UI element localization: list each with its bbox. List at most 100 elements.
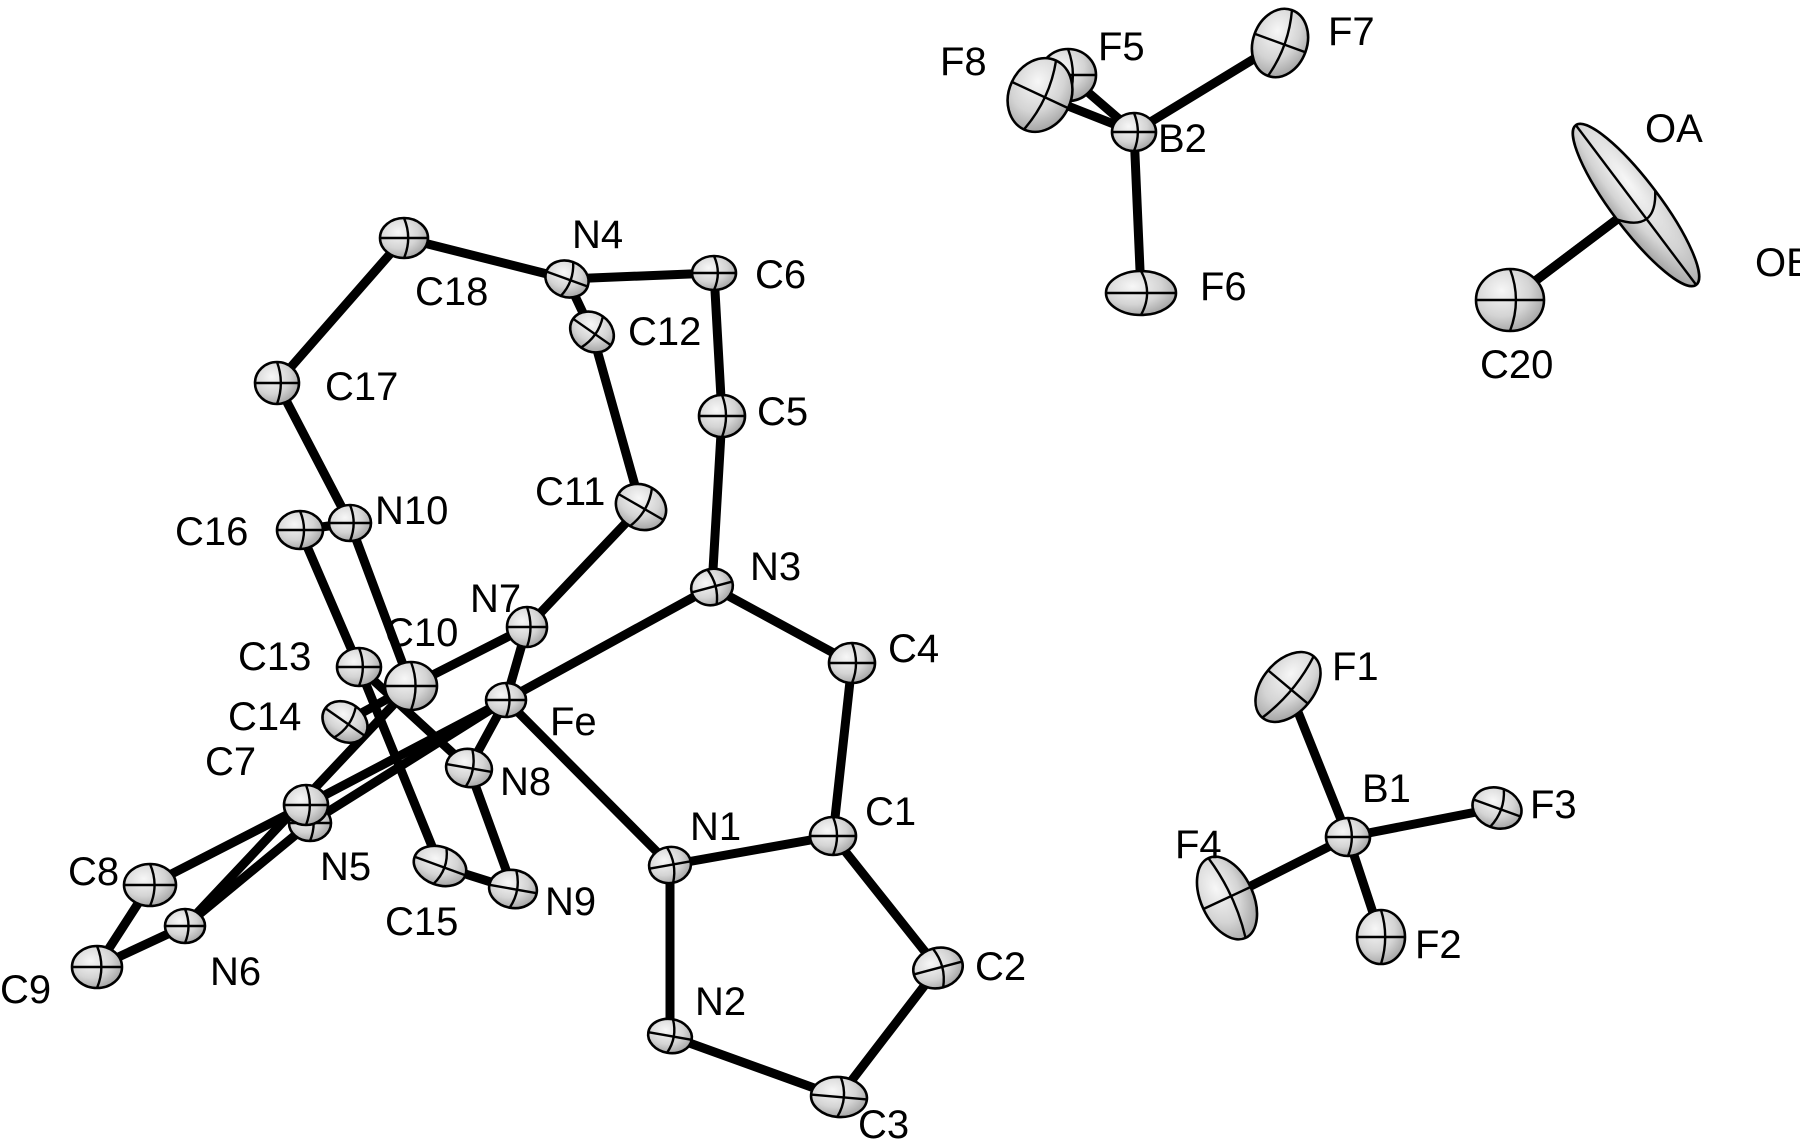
atom-label-Fe: Fe bbox=[550, 700, 597, 744]
atom-ellipsoid-F2 bbox=[1355, 908, 1407, 966]
bond-B1-F3 bbox=[1343, 803, 1502, 842]
atom-label-N6: N6 bbox=[210, 950, 261, 994]
atom-label-C8: C8 bbox=[68, 850, 119, 894]
bond-Fe-N3 bbox=[501, 582, 717, 705]
atom-label-C11: C11 bbox=[535, 470, 605, 514]
atom-label-F5: F5 bbox=[1098, 25, 1145, 69]
bond-B2-F6 bbox=[1129, 127, 1146, 298]
atom-ellipsoid-C1 bbox=[808, 815, 858, 857]
atom-label-F8: F8 bbox=[940, 40, 987, 84]
atom-ellipsoid-C20 bbox=[1474, 267, 1546, 333]
atom-ellipsoid-C8 bbox=[122, 862, 178, 908]
atom-label-C9: C9 bbox=[0, 968, 51, 1012]
bond-C5-C6 bbox=[709, 268, 727, 421]
atoms bbox=[70, 7, 1701, 1119]
bond-Fe-N1 bbox=[501, 695, 675, 870]
atom-ellipsoid-C14 bbox=[321, 699, 369, 745]
atom-label-C17: C17 bbox=[325, 365, 398, 409]
atom-ellipsoid-N4 bbox=[544, 259, 590, 299]
bond-C7-C8 bbox=[145, 800, 311, 890]
atom-label-C3: C3 bbox=[858, 1103, 909, 1144]
atom-ellipsoid-F7 bbox=[1250, 7, 1310, 79]
atom-labels: FeN1N2N3N4N5N6N7N8N9N10C1C2C3C4C5C6C7C8C… bbox=[0, 10, 1800, 1144]
atom-label-C18: C18 bbox=[415, 270, 488, 314]
atom-label-C6: C6 bbox=[755, 253, 806, 297]
atom-label-F1: F1 bbox=[1332, 645, 1379, 689]
atom-ellipsoid-N6 bbox=[163, 907, 207, 945]
atom-label-C13: C13 bbox=[238, 635, 311, 679]
atom-label-N5: N5 bbox=[320, 845, 371, 889]
atom-ellipsoid-C13 bbox=[335, 646, 383, 688]
bond-N10-C10 bbox=[345, 518, 416, 691]
atom-ellipsoid-C17 bbox=[253, 360, 301, 406]
atom-ellipsoid-C3 bbox=[809, 1075, 869, 1119]
atom-ellipsoid-C7 bbox=[282, 783, 330, 827]
atom-ellipsoid-B2 bbox=[1110, 111, 1158, 153]
atom-ellipsoid-N1 bbox=[647, 845, 693, 885]
atom-label-C1: C1 bbox=[865, 790, 916, 834]
bond-C4-N3 bbox=[707, 582, 857, 668]
atom-ellipsoid-N10 bbox=[327, 503, 373, 543]
atom-label-C4: C4 bbox=[888, 627, 939, 671]
atom-ellipsoid-C4 bbox=[827, 641, 877, 685]
bond-C2-C3 bbox=[834, 963, 943, 1102]
atom-ellipsoid-C10 bbox=[383, 660, 439, 712]
atom-label-C10: C10 bbox=[385, 611, 458, 655]
atom-ellipsoid-N8 bbox=[444, 747, 494, 789]
atom-label-F7: F7 bbox=[1328, 10, 1375, 54]
atom-ellipsoid-C11 bbox=[614, 482, 668, 532]
atom-label-C20: C20 bbox=[1480, 343, 1553, 387]
atom-label-N10: N10 bbox=[375, 489, 448, 533]
bond-N8-C13 bbox=[354, 662, 474, 773]
atom-ellipsoid-F6 bbox=[1104, 269, 1178, 317]
atom-ellipsoid-F1 bbox=[1254, 650, 1322, 724]
atom-ellipsoid-OA bbox=[1571, 122, 1701, 288]
bond-C13-C15 bbox=[354, 662, 445, 871]
atom-label-N8: N8 bbox=[500, 760, 551, 804]
bond-C11-N7 bbox=[522, 502, 646, 632]
bond-N1-C1 bbox=[665, 831, 838, 870]
atom-label-N1: N1 bbox=[690, 805, 741, 849]
atom-ellipsoid-Fe bbox=[484, 681, 528, 719]
atom-ellipsoid-N3 bbox=[689, 567, 735, 607]
atom-ellipsoid-C18 bbox=[378, 216, 430, 260]
atom-label-N7: N7 bbox=[470, 577, 521, 621]
atom-label-C5: C5 bbox=[757, 390, 808, 434]
atom-label-N4: N4 bbox=[572, 213, 623, 257]
atom-label-C2: C2 bbox=[975, 945, 1026, 989]
atom-label-OB: OB bbox=[1755, 241, 1800, 285]
bond-N3-C5 bbox=[707, 411, 727, 592]
atom-ellipsoid-C6 bbox=[690, 254, 738, 292]
atom-label-B1: B1 bbox=[1362, 767, 1411, 811]
bond-Fe-C7 bbox=[301, 695, 511, 810]
atom-ellipsoid-N7 bbox=[505, 605, 549, 649]
atom-ellipsoid-F8 bbox=[1006, 56, 1074, 134]
atom-ellipsoid-C12 bbox=[568, 310, 616, 354]
atom-ellipsoid-C5 bbox=[697, 393, 747, 439]
bond-C3-N2 bbox=[665, 1031, 844, 1102]
atom-ellipsoid-N9 bbox=[487, 868, 539, 910]
atom-ellipsoid-C16 bbox=[275, 509, 325, 551]
bond-C1-C2 bbox=[828, 831, 943, 973]
atom-label-N9: N9 bbox=[545, 880, 596, 924]
bond-C17-N10 bbox=[272, 378, 355, 528]
bond-C16-C13 bbox=[295, 525, 364, 672]
bond-C19-C17 bbox=[272, 233, 409, 388]
bond-C12-C11 bbox=[587, 327, 646, 512]
atom-ellipsoid-B1 bbox=[1324, 816, 1372, 858]
atom-label-F4: F4 bbox=[1175, 823, 1222, 867]
atom-label-N2: N2 bbox=[695, 980, 746, 1024]
bond-C6-N4 bbox=[562, 268, 719, 284]
atom-label-B2: B2 bbox=[1158, 117, 1207, 161]
atom-label-C7: C7 bbox=[205, 740, 256, 784]
atom-label-C15: C15 bbox=[385, 900, 458, 944]
atom-ellipsoid-N2 bbox=[646, 1017, 694, 1055]
atom-label-C14: C14 bbox=[228, 695, 301, 739]
bond-C1-C4 bbox=[828, 658, 857, 841]
bond-N9-N8 bbox=[464, 763, 518, 894]
atom-label-N3: N3 bbox=[750, 545, 801, 589]
bond-N4-C18 bbox=[399, 233, 572, 284]
atom-label-OA: OA bbox=[1645, 107, 1703, 151]
atom-ellipsoid-C9 bbox=[70, 944, 124, 990]
